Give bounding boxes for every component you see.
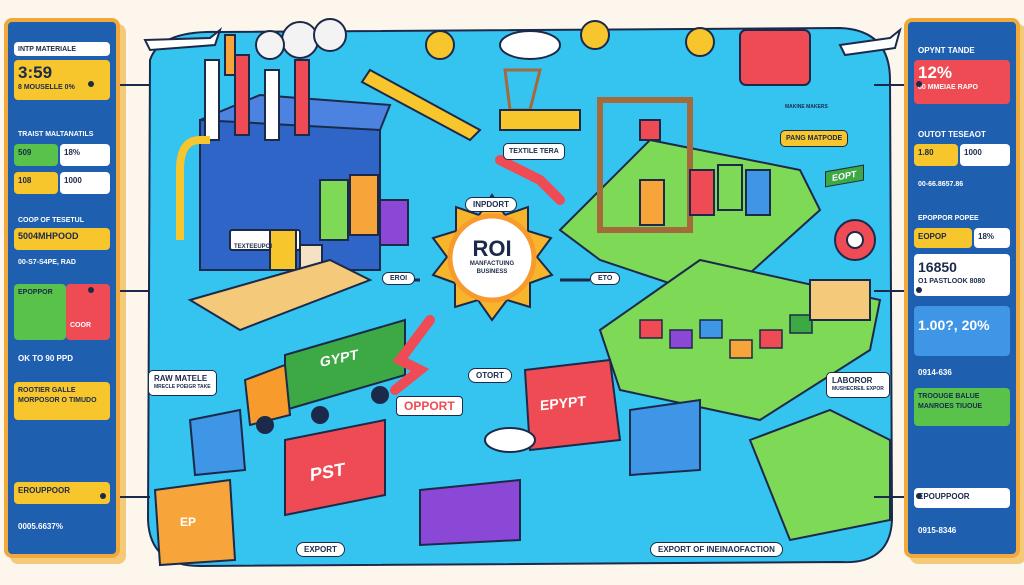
right-card9: TROOUGE BALUE MANROES TIUOUE — [914, 388, 1010, 426]
left-card2c: 108 — [14, 172, 58, 194]
eroi-label: EROI — [382, 272, 416, 285]
import-label: INPDORT — [465, 197, 517, 212]
right-card1: 12% 80 MMEIAE RAPO — [914, 60, 1010, 104]
raw-sub: MRECLE POEIGR TAKE — [154, 384, 211, 390]
conveyor-crane — [360, 68, 581, 142]
export-bottom-label: EXPORT — [296, 542, 345, 557]
container-ep-text: EP — [180, 515, 197, 529]
right-card1-title: OPYNT TANDE — [918, 46, 975, 55]
connector-dot-left-1 — [88, 81, 94, 87]
right-stats-panel: OPYNT TANDE 12% 80 MMEIAE RAPO OUTOT TES… — [904, 18, 1020, 558]
land-plot-bottom — [748, 408, 891, 542]
left-card3-sub: 00-S7-S4PE, RAD — [18, 259, 76, 266]
left-card6-sub: MORPOSOR O TIMUDO — [18, 397, 97, 404]
containers-left — [153, 408, 386, 567]
right-card8-value: 0914-636 — [918, 368, 952, 377]
left-card5-value: OK TO 90 PPD — [18, 354, 73, 363]
left-card2b: 18% — [60, 144, 110, 166]
left-card3-value: 5004MHPOOD — [14, 228, 110, 250]
labor-bubble: LABOROR MUSHECREIL EXPOR — [826, 372, 890, 398]
eto-label: ETO — [590, 272, 621, 285]
right-card5-title: EOPOP — [914, 228, 972, 248]
right-card3-value: 00-66.8657.86 — [918, 181, 964, 188]
right-card6-sub: O1 PASTLOOK 8080 — [918, 278, 986, 285]
roi-subtitle-1: MANFACTUING — [469, 261, 515, 267]
coin-icons — [425, 20, 715, 60]
left-card1-title: INTP MATERIALE — [14, 42, 110, 56]
labor-sub: MUSHECREIL EXPOR — [832, 386, 884, 392]
right-card10-sub: 0915-8346 — [918, 526, 957, 535]
airplane-icon-right — [838, 27, 902, 57]
factory-sign: TEXTEEUPOI — [234, 244, 273, 250]
connector-left-2 — [120, 290, 150, 292]
connector-right-3 — [874, 496, 904, 498]
left-card1: 3:59 8 MOUSELLE 0% — [14, 60, 110, 100]
right-card2b: 1000 — [960, 144, 1010, 166]
connector-dot-right-2 — [916, 287, 922, 293]
raw-title: RAW MATELE — [154, 374, 208, 383]
roi-title: ROI — [472, 236, 512, 261]
loom-machine — [597, 29, 811, 233]
right-card6: 16850 O1 PASTLOOK 8080 — [914, 254, 1010, 296]
opport-label: OPPORT — [396, 396, 463, 416]
left-card2d: 1000 — [60, 172, 110, 194]
connector-dot-left-3 — [100, 493, 106, 499]
connector-dot-right-3 — [916, 493, 922, 499]
right-card9-title: TROOUGE BALUE — [918, 393, 980, 400]
connector-dot-left-2 — [88, 287, 94, 293]
right-card2a: 1.80 — [914, 144, 958, 166]
loading-platform — [187, 258, 373, 332]
roi-sun-badge — [431, 193, 554, 322]
left-card4-side: COOR — [66, 284, 110, 340]
left-stats-panel: INTP MATERIALE 3:59 8 MOUSELLE 0% TRAIST… — [4, 18, 120, 558]
left-card4-title: EPOPPOR — [14, 284, 66, 340]
right-card4-title: EPOPPOR POPEE — [918, 215, 979, 222]
right-card9-sub: MANROES TIUOUE — [918, 403, 983, 410]
connector-right-1 — [874, 84, 904, 86]
left-card6: ROOTIER GALLE MORPOSOR O TIMUDO — [14, 382, 110, 420]
roi-subtitle-2: BUSINESS — [476, 269, 508, 275]
right-section2-title: OUTOT TESEAOT — [918, 130, 986, 139]
cargo-truck — [243, 318, 406, 434]
left-card1-value: 3:59 — [18, 63, 53, 82]
right-card10-title: EPOUPPOOR — [914, 488, 1010, 508]
cloud-icons — [484, 30, 561, 453]
fabric-bales — [639, 279, 871, 359]
left-card6-title: ROOTIER GALLE — [18, 387, 76, 394]
right-card7-value: 1.00?, 20% — [914, 306, 1010, 356]
left-card7-sub: 0005.6637% — [18, 522, 63, 531]
labor-title: LABOROR — [832, 376, 873, 385]
connector-left-3 — [120, 496, 150, 498]
right-card6-value: 16850 — [918, 259, 957, 275]
raw-bubble: RAW MATELE MRECLE POEIGR TAKE — [148, 370, 217, 396]
left-card1-sub: 8 MOUSELLE 0% — [18, 84, 75, 91]
left-card2a: 509 — [14, 144, 58, 166]
roi-title-block: ROI MANFACTUING BUSINESS — [452, 238, 532, 276]
containers-center — [419, 358, 701, 547]
left-section2-title: TRAIST MALTANATILS — [18, 131, 94, 138]
left-section3-title: COOP OF TESETUL — [18, 217, 84, 224]
textile-tag: TEXTILE TERA — [503, 143, 565, 160]
connector-right-2 — [874, 290, 904, 292]
export-small-label: OTORT — [468, 368, 512, 383]
makers-text: MAKINE MAKERS — [785, 104, 828, 110]
left-card7-title: EROUPPOOR — [14, 482, 110, 504]
pang-bubble: PANG MATPODE — [780, 130, 849, 147]
fabric-rolls-right — [639, 164, 771, 226]
flow-arrows — [390, 155, 590, 395]
connector-left-1 — [120, 84, 150, 86]
airplane-icon — [143, 27, 223, 52]
export-manufacturing-label: EXPORT OF INEINAOFACTION — [650, 542, 783, 557]
connector-dot-right-1 — [916, 81, 922, 87]
right-card1-sub: 80 MMEIAE RAPO — [918, 84, 978, 91]
right-card1-value: 12% — [918, 63, 953, 82]
right-card5-side: 18% — [974, 228, 1010, 248]
